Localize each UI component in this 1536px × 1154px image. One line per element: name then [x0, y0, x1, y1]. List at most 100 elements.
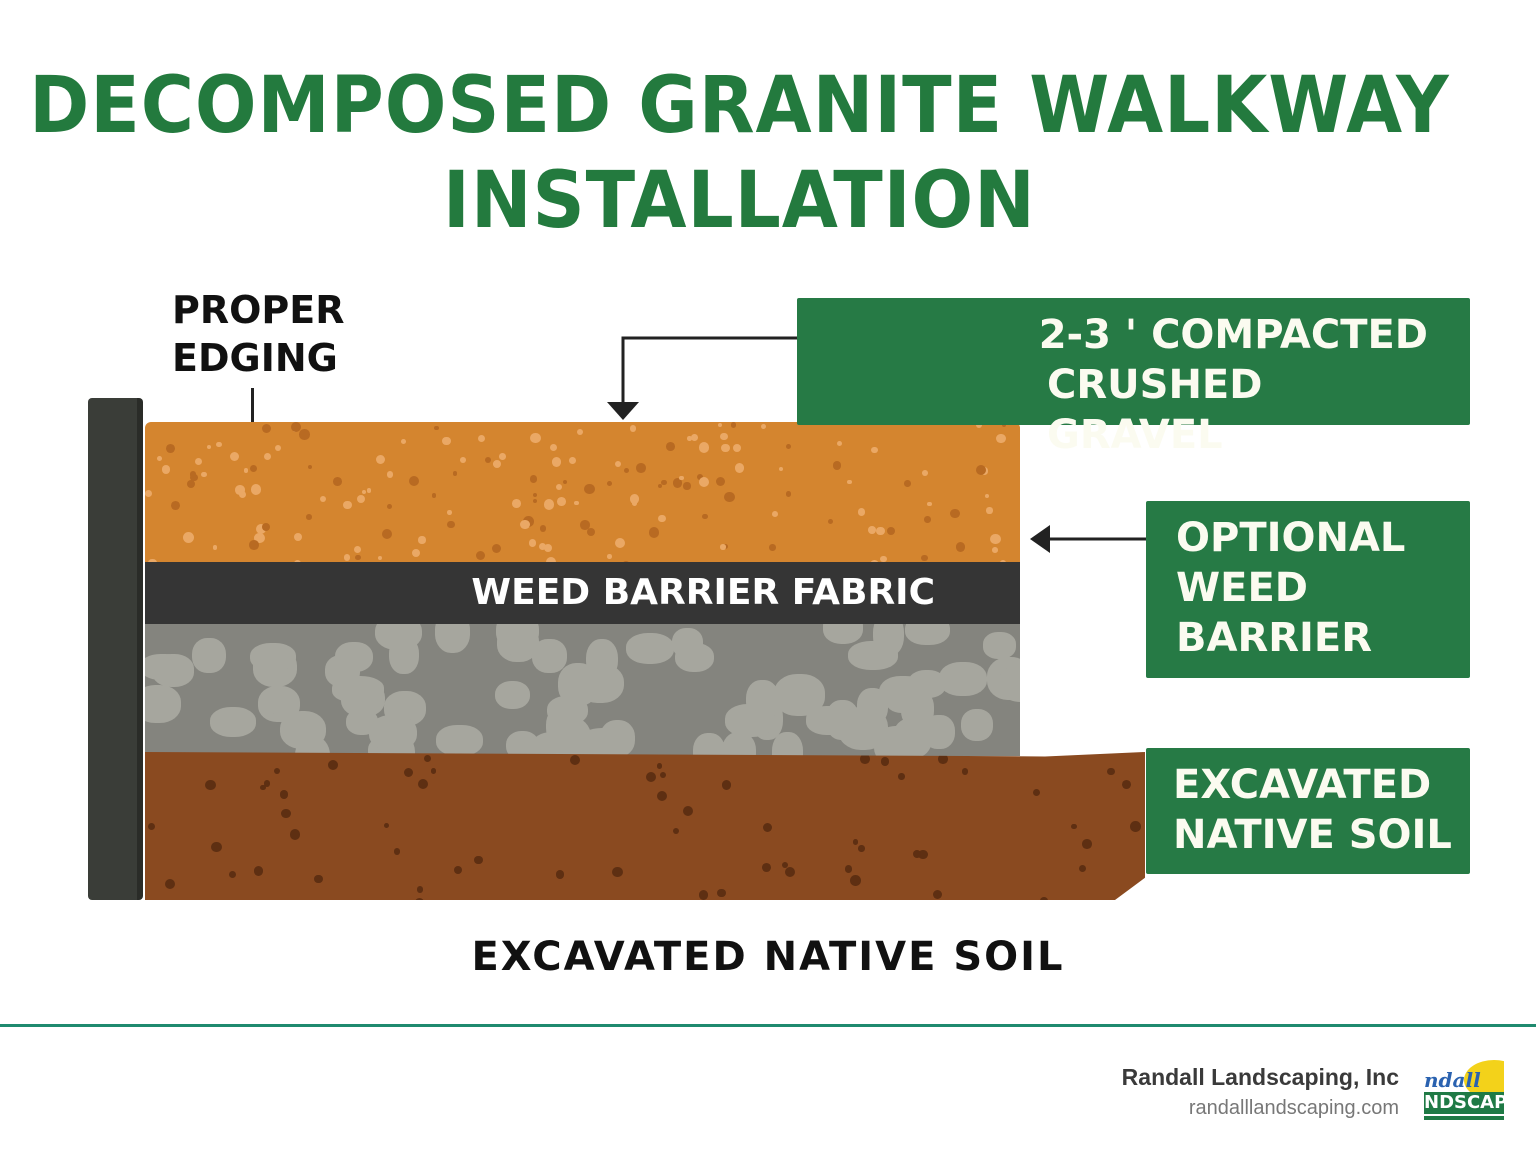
texture-speck	[436, 725, 483, 756]
texture-speck	[383, 823, 389, 829]
texture-speck	[857, 507, 866, 516]
texture-speck	[614, 461, 622, 468]
texture-speck	[607, 554, 612, 559]
texture-speck	[243, 467, 249, 473]
texture-speck	[161, 465, 171, 474]
texture-speck	[205, 779, 216, 790]
texture-speck	[867, 526, 876, 534]
title-line-1: DECOMPOSED GRANITE WALKWAY	[29, 61, 1450, 151]
texture-speck	[924, 516, 931, 523]
texture-speck	[434, 624, 471, 653]
texture-speck	[990, 533, 1001, 545]
texture-speck	[238, 491, 246, 499]
texture-speck	[539, 525, 547, 532]
texture-speck	[294, 559, 302, 562]
texture-speck	[216, 442, 222, 448]
texture-speck	[555, 870, 565, 879]
texture-speck	[687, 435, 692, 441]
texture-speck	[721, 780, 732, 790]
texture-speck	[530, 432, 542, 444]
texture-speck	[452, 471, 458, 476]
texture-speck	[424, 754, 432, 762]
texture-speck	[555, 483, 563, 491]
texture-speck	[880, 555, 888, 562]
texture-speck	[256, 523, 267, 534]
texture-speck	[262, 423, 272, 433]
texture-speck	[484, 456, 491, 464]
texture-speck	[189, 471, 197, 478]
texture-speck	[1032, 788, 1041, 797]
texture-speck	[696, 473, 703, 480]
texture-speck	[734, 463, 745, 473]
texture-speck	[493, 459, 502, 469]
texture-speck	[453, 865, 463, 875]
native-soil-layer	[145, 752, 1145, 900]
texture-speck	[194, 457, 203, 466]
texture-speck	[672, 828, 679, 835]
texture-speck	[274, 445, 281, 452]
texture-speck	[785, 490, 792, 497]
texture-speck	[376, 455, 386, 465]
texture-speck	[698, 442, 709, 453]
texture-speck	[584, 484, 595, 495]
texture-speck	[164, 878, 176, 889]
texture-speck	[475, 551, 485, 561]
texture-speck	[211, 842, 222, 853]
texture-speck	[822, 624, 863, 644]
texture-speck	[229, 451, 240, 462]
texture-speck	[837, 706, 889, 750]
texture-speck	[529, 474, 538, 483]
fabric-label: WEED BARRIER FABRIC	[471, 572, 935, 613]
texture-speck	[494, 680, 531, 710]
website-link[interactable]: randalllandscaping.com	[1188, 1097, 1399, 1119]
texture-speck	[417, 886, 424, 893]
texture-speck	[249, 540, 260, 550]
texture-speck	[986, 507, 993, 514]
texture-speck	[614, 538, 625, 549]
texture-speck	[357, 495, 366, 504]
texture-speck	[249, 465, 257, 473]
texture-speck	[781, 862, 788, 869]
texture-speck	[732, 444, 741, 453]
texture-speck	[228, 870, 236, 878]
edging-pointer	[251, 388, 254, 424]
texture-speck	[250, 484, 262, 495]
texture-speck	[274, 768, 281, 775]
texture-speck	[621, 560, 631, 562]
texture-speck	[938, 754, 948, 764]
texture-speck	[388, 636, 419, 675]
texture-speck	[291, 422, 302, 433]
texture-speck	[683, 482, 691, 490]
texture-speck	[853, 839, 859, 845]
texture-speck	[1001, 422, 1007, 428]
texture-speck	[281, 808, 291, 819]
texture-speck	[984, 494, 989, 499]
texture-speck	[699, 477, 710, 488]
texture-speck	[148, 822, 156, 831]
texture-speck	[492, 544, 502, 554]
footer-credit: Randall Landscaping, Inc randalllandscap…	[1122, 1064, 1399, 1120]
texture-speck	[933, 889, 943, 899]
texture-speck	[871, 446, 878, 454]
texture-speck	[912, 850, 921, 859]
texture-speck	[730, 422, 736, 428]
texture-speck	[262, 523, 271, 532]
texture-speck	[623, 468, 629, 474]
texture-speck	[201, 471, 207, 478]
edging-line-2: EDGING	[172, 336, 338, 380]
texture-speck	[629, 494, 640, 504]
bottom-soil-label: EXCAVATED NATIVE SOIL	[471, 934, 1065, 980]
texture-speck	[1129, 821, 1141, 832]
texture-speck	[992, 547, 998, 553]
texture-speck	[975, 464, 986, 475]
texture-speck	[366, 488, 372, 494]
texture-speck	[715, 476, 726, 487]
texture-speck	[434, 425, 439, 431]
texture-speck	[182, 532, 194, 544]
texture-speck	[599, 720, 636, 756]
texture-speck	[431, 493, 437, 498]
texture-speck	[847, 641, 899, 670]
texture-speck	[557, 496, 567, 506]
edging-post	[88, 398, 143, 900]
texture-speck	[717, 423, 722, 428]
